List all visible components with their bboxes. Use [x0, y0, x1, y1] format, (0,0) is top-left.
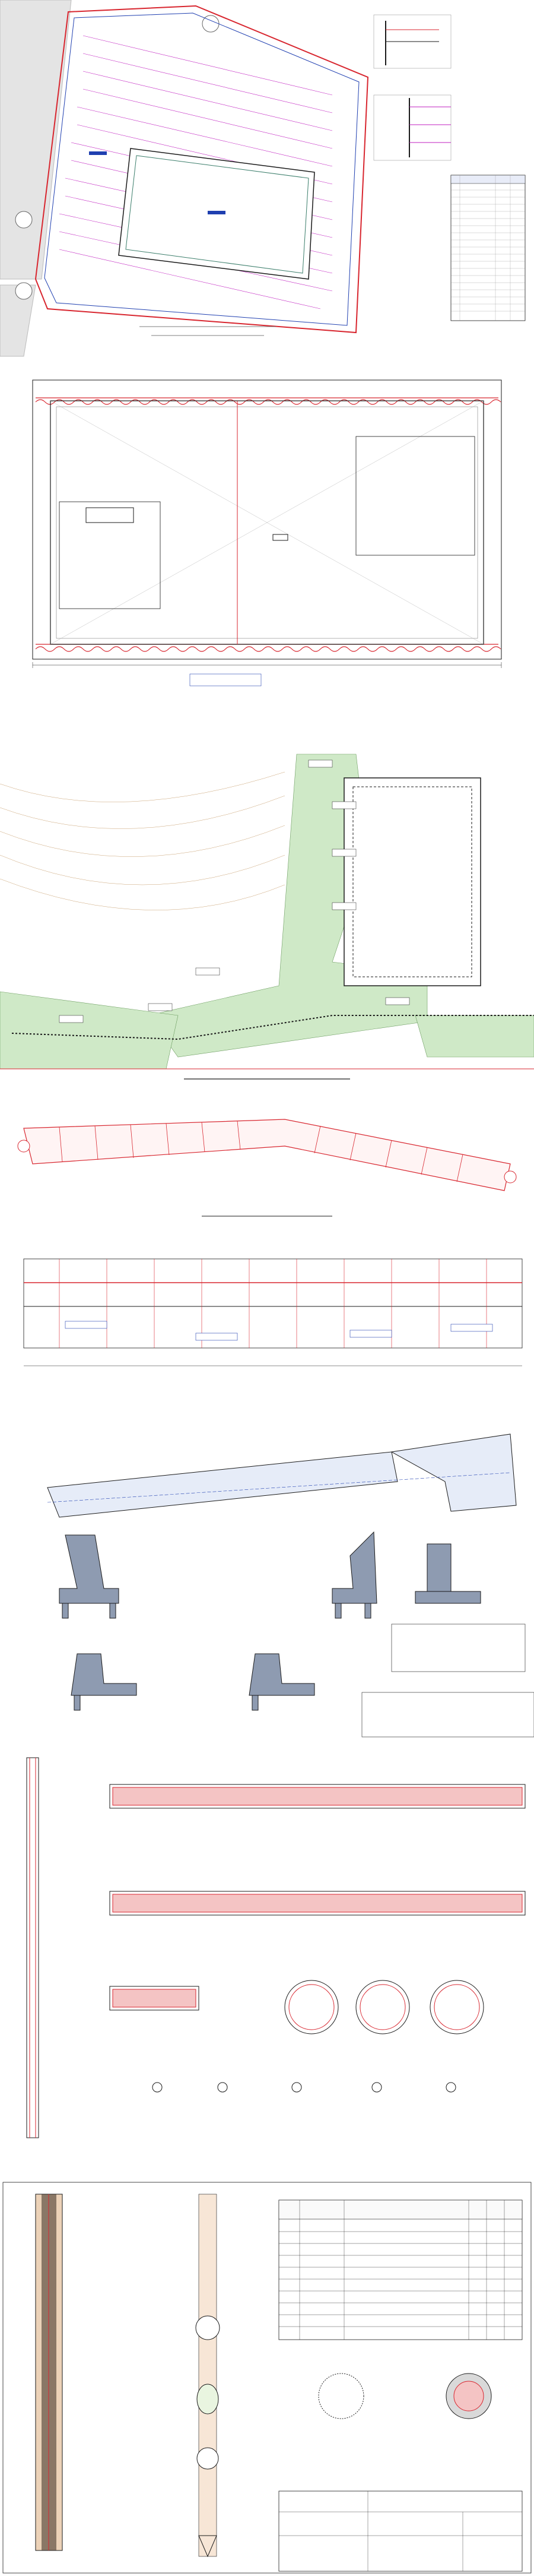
site-plan-drawing	[0, 0, 526, 357]
wall-section-4	[71, 1653, 137, 1711]
contour-lines	[0, 771, 285, 910]
cage-elevation-1	[109, 1784, 526, 1809]
sheet-3-landscape-plan	[0, 736, 534, 1416]
ramp-block	[85, 507, 134, 523]
pile-column-long	[35, 2194, 63, 2551]
sheet-4-retaining-wall	[0, 1416, 534, 1740]
callout-box	[189, 673, 262, 686]
sheet-5-pile-reinforcement	[0, 1740, 534, 2179]
green-area	[0, 991, 179, 1069]
pile-specification-drawing	[2, 2182, 532, 2574]
wall-section-3	[415, 1543, 481, 1604]
wall-section-5	[249, 1653, 315, 1711]
landscape-plan-drawing	[0, 754, 534, 1366]
pile-column-detail	[195, 2194, 220, 2558]
title-block	[361, 1692, 534, 1738]
pit-outline	[50, 400, 484, 645]
pile-elevation	[26, 1757, 39, 2138]
wall-section-2	[332, 1531, 377, 1619]
ramp-outline	[59, 501, 161, 609]
pile-row-bottom	[35, 644, 501, 652]
embankment-elevation	[23, 1258, 523, 1366]
connection-details	[152, 2082, 456, 2093]
label-boxes	[59, 759, 410, 1023]
dimension-chain-bottom	[32, 662, 502, 668]
pile-plan-sections	[318, 2373, 492, 2419]
label-box	[272, 534, 288, 541]
tower-outline	[355, 436, 475, 556]
axis-bubble	[15, 282, 33, 300]
sheet-6-pile-specification	[0, 2179, 534, 2576]
cage-detail	[109, 1986, 199, 2011]
building-setback	[352, 786, 472, 977]
sheet-1-site-plan	[0, 0, 534, 365]
wall-section-1	[59, 1534, 119, 1619]
specification-table	[450, 175, 526, 321]
building-outline	[344, 777, 481, 986]
fencing-plan-drawing	[32, 379, 502, 686]
pit-outline	[34, 5, 369, 334]
label-box	[89, 151, 107, 155]
road-edge	[11, 1015, 534, 1040]
detail-section	[373, 14, 452, 161]
pit-inner-outline	[56, 406, 478, 639]
material-table	[391, 1624, 526, 1672]
sheet-2-fencing-plan	[0, 365, 534, 736]
pile-row-top	[35, 397, 501, 405]
title-block	[278, 2490, 523, 2572]
wall-plan	[47, 1433, 517, 1518]
label-box	[208, 211, 225, 214]
axis-bubble	[15, 211, 33, 229]
building-inner-outline	[125, 155, 309, 274]
sheet-frame	[2, 2182, 532, 2574]
diagonal	[50, 400, 484, 645]
pile-reinforcement-drawing	[26, 1757, 526, 2138]
retaining-wall-drawing	[47, 1433, 534, 1738]
anchor-outline	[44, 12, 360, 326]
cage-cross-sections	[284, 1980, 484, 2034]
green-area	[415, 1015, 534, 1058]
neighbor-building	[0, 0, 72, 280]
embankment-plan	[17, 1119, 517, 1191]
cage-elevation-2	[109, 1891, 526, 1916]
grid-frame	[32, 379, 502, 660]
specification-table	[278, 2200, 523, 2340]
